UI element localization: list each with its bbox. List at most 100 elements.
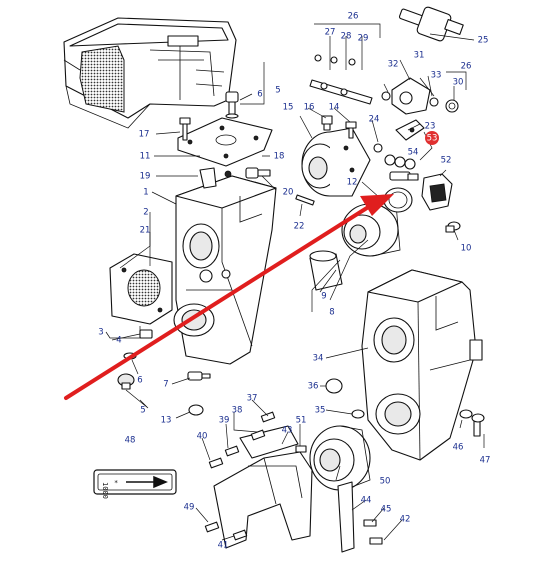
valve-spool — [309, 54, 373, 105]
flange-plate — [109, 253, 173, 325]
callout-44[interactable]: 44 — [361, 496, 372, 506]
callout-48[interactable]: 48 — [125, 436, 136, 446]
callout-6-top[interactable]: 6 — [257, 90, 262, 100]
bolt-10 — [445, 221, 461, 233]
callout-26-top[interactable]: 26 — [348, 12, 359, 22]
callout-37[interactable]: 37 — [247, 394, 258, 404]
valve-body-31 — [391, 77, 431, 115]
callout-3[interactable]: 3 — [98, 328, 103, 338]
small-bolts-lower — [204, 411, 383, 545]
callout-5-top[interactable]: 5 — [275, 86, 280, 96]
highlight-marker — [425, 131, 439, 145]
callout-34[interactable]: 34 — [313, 354, 324, 364]
bolt-16 — [321, 115, 333, 131]
leader-lines — [105, 23, 485, 541]
instruction-plate: 1000 * — [93, 469, 177, 499]
pto-guard-43 — [213, 425, 313, 549]
right-housing — [361, 269, 483, 461]
callout-33[interactable]: 33 — [431, 71, 442, 81]
callout-45[interactable]: 45 — [381, 505, 392, 515]
callout-11[interactable]: 11 — [140, 152, 151, 162]
callout-42[interactable]: 42 — [400, 515, 411, 525]
tractor-frame-drawing — [63, 17, 237, 129]
callout-10[interactable]: 10 — [461, 244, 472, 254]
callout-17[interactable]: 17 — [139, 130, 150, 140]
plate-star: * — [114, 479, 118, 487]
bolt-17 — [179, 117, 191, 141]
callout-32[interactable]: 32 — [388, 60, 399, 70]
seal-ring — [383, 187, 413, 213]
cover-plate — [177, 117, 273, 167]
seals-24-54 — [373, 143, 416, 170]
callout-28[interactable]: 28 — [341, 32, 352, 42]
callout-20[interactable]: 20 — [283, 188, 294, 198]
callout-6-bottom[interactable]: 6 — [137, 376, 142, 386]
callout-35[interactable]: 35 — [315, 406, 326, 416]
callout-31[interactable]: 31 — [414, 51, 425, 61]
callout-18[interactable]: 18 — [274, 152, 285, 162]
callout-54[interactable]: 54 — [408, 148, 419, 158]
callout-49[interactable]: 49 — [184, 503, 195, 513]
callout-47[interactable]: 47 — [480, 456, 491, 466]
callout-5-bottom[interactable]: 5 — [140, 406, 145, 416]
callout-40[interactable]: 40 — [197, 432, 208, 442]
clutch-hub-15 — [301, 127, 371, 197]
callout-1[interactable]: 1 — [143, 188, 148, 198]
solenoid-valve-25 — [398, 6, 464, 42]
callout-50[interactable]: 50 — [380, 477, 391, 487]
callout-7[interactable]: 7 — [163, 380, 168, 390]
callout-27[interactable]: 27 — [325, 28, 336, 38]
cap-36 — [325, 378, 343, 394]
callout-24[interactable]: 24 — [369, 115, 380, 125]
plate-arrow-icon — [126, 475, 168, 489]
callout-21[interactable]: 21 — [140, 226, 151, 236]
plug-with-seal — [389, 171, 419, 181]
callout-23[interactable]: 23 — [425, 122, 436, 132]
stud-22 — [295, 194, 315, 206]
pointer-arrow — [64, 194, 394, 400]
callout-29[interactable]: 29 — [358, 34, 369, 44]
callout-12[interactable]: 12 — [347, 178, 358, 188]
callout-25[interactable]: 25 — [478, 36, 489, 46]
callout-8[interactable]: 8 — [329, 308, 334, 318]
callout-36[interactable]: 36 — [308, 382, 319, 392]
callout-9[interactable]: 9 — [321, 292, 326, 302]
callout-41[interactable]: 41 — [218, 541, 229, 551]
bolts-46-47 — [459, 409, 485, 437]
drain-plug-7 — [187, 371, 211, 381]
breather-plug — [225, 91, 239, 119]
small-parts-32-33-30 — [381, 91, 459, 113]
callout-53[interactable]: 53 — [427, 134, 438, 144]
callout-39[interactable]: 39 — [219, 416, 230, 426]
callout-labels: 1 2 3 4 5 5 6 6 7 8 9 10 11 12 13 14 15 … — [98, 12, 490, 551]
pin-4 — [139, 329, 153, 339]
callout-26-right[interactable]: 26 — [461, 62, 472, 72]
callout-22[interactable]: 22 — [294, 222, 305, 232]
callout-30[interactable]: 30 — [453, 78, 464, 88]
lever-23 — [395, 119, 425, 141]
callout-43[interactable]: 43 — [282, 426, 293, 436]
plug-20 — [245, 167, 271, 179]
callout-15[interactable]: 15 — [283, 103, 294, 113]
callout-14[interactable]: 14 — [329, 103, 340, 113]
callout-51[interactable]: 51 — [296, 416, 307, 426]
callout-16[interactable]: 16 — [304, 103, 315, 113]
callout-38[interactable]: 38 — [232, 406, 243, 416]
callout-2[interactable]: 2 — [143, 208, 148, 218]
plug-35 — [351, 409, 365, 419]
callout-13[interactable]: 13 — [161, 416, 172, 426]
callout-52[interactable]: 52 — [441, 156, 452, 166]
plate-rpm-text: 1000 — [101, 482, 109, 499]
sleeve-9 — [309, 250, 343, 291]
callout-19[interactable]: 19 — [140, 172, 151, 182]
bracket-19 — [199, 167, 232, 189]
screw-14 — [345, 121, 357, 139]
callout-4[interactable]: 4 — [116, 336, 121, 346]
strap-44 — [337, 481, 355, 553]
cap-13 — [188, 404, 204, 416]
shield-disc-50 — [309, 425, 371, 491]
coil-52 — [421, 173, 453, 211]
main-housing — [173, 175, 277, 365]
callout-46[interactable]: 46 — [453, 443, 464, 453]
